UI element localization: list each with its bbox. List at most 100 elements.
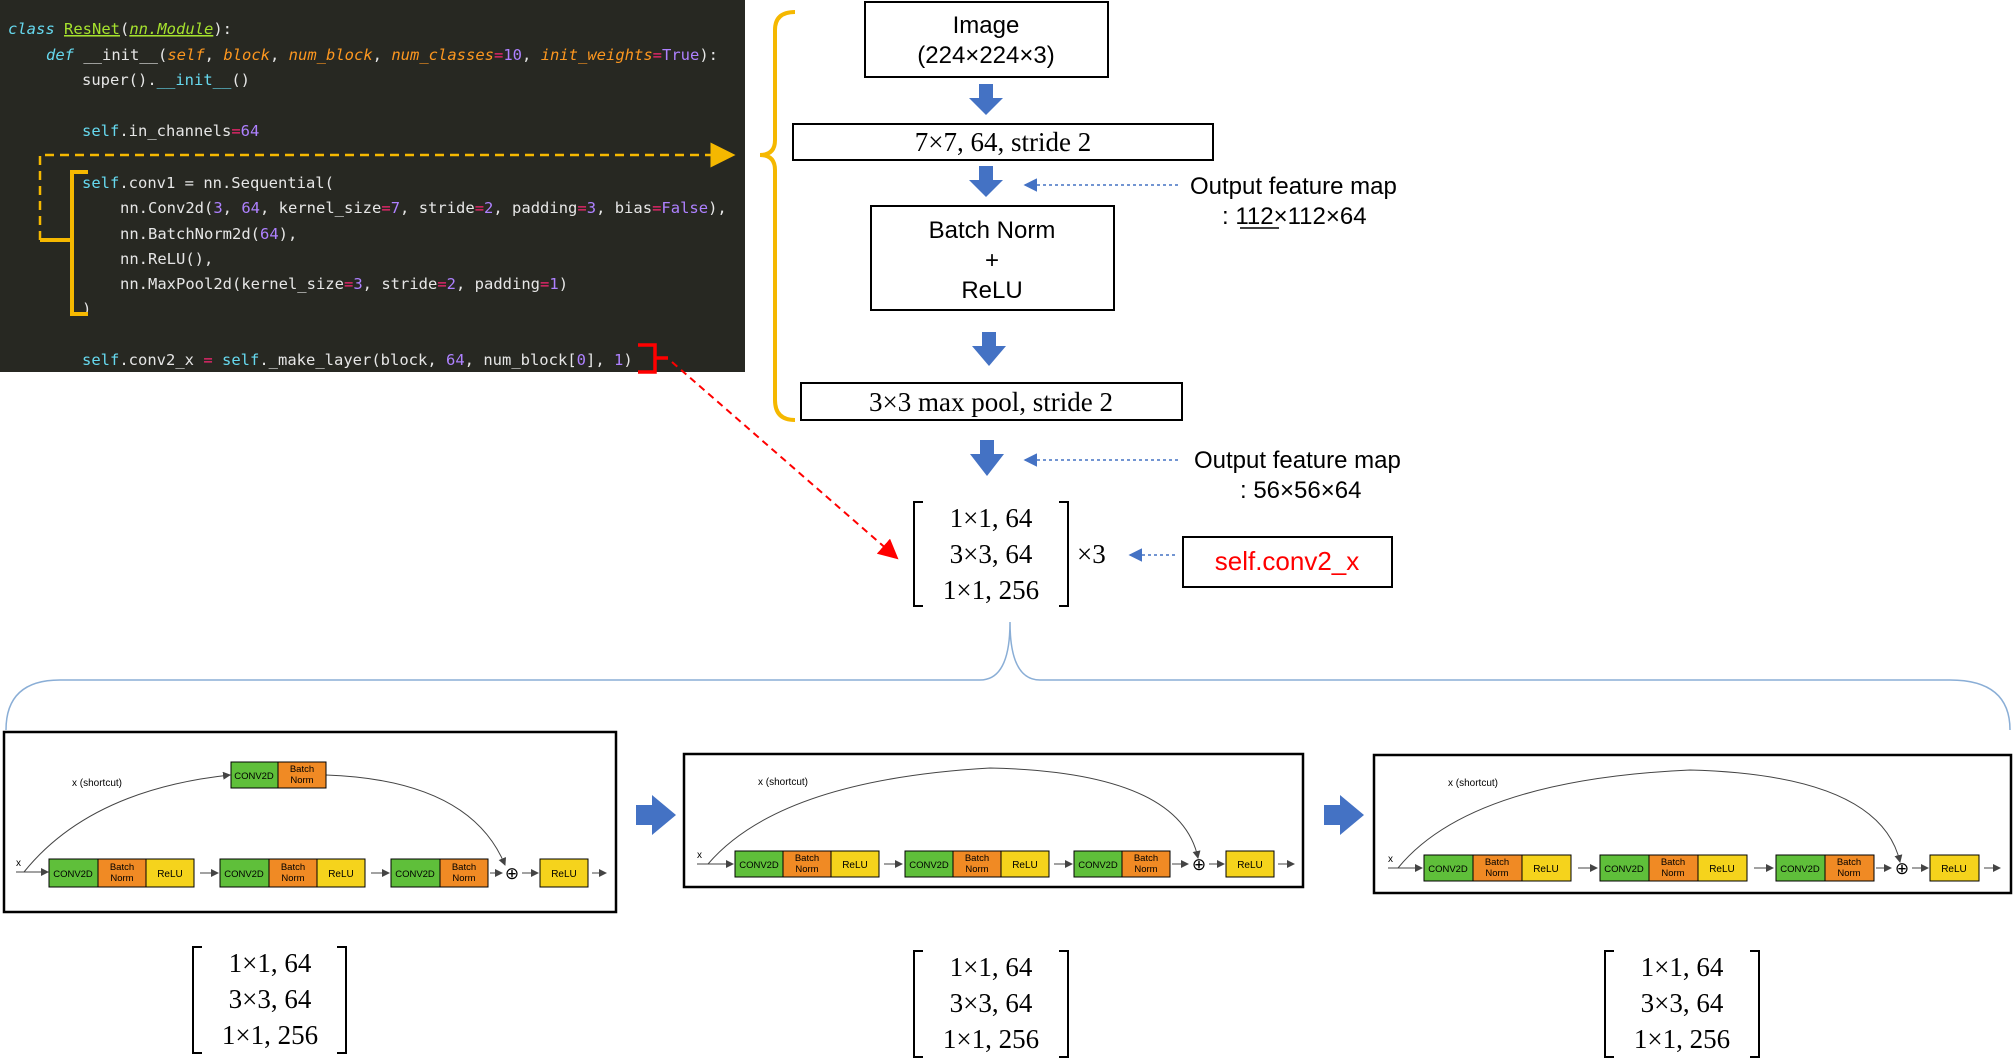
batchnorm-cell <box>1121 850 1171 878</box>
svg-text:Batch: Batch <box>290 764 314 775</box>
svg-text:CONV2D: CONV2D <box>739 860 779 871</box>
svg-text:ReLU: ReLU <box>842 860 868 871</box>
svg-text:3×3, 64: 3×3, 64 <box>950 988 1033 1018</box>
batchnorm-cell <box>1824 854 1875 882</box>
code-panel: class ResNet(nn.Module): def __init__(se… <box>0 0 745 372</box>
svg-text:1×1, 64: 1×1, 64 <box>1641 952 1724 982</box>
out2-title: Output feature map <box>1194 447 1401 474</box>
svg-text:3×3, 64: 3×3, 64 <box>229 984 312 1014</box>
relu-cell <box>1929 854 1980 882</box>
conv2x-label-box <box>1182 536 1393 588</box>
block-3-matrix: 1×1, 64 3×3, 64 1×1, 256 <box>1604 950 1760 1058</box>
flow-arrow-1 <box>969 84 1003 115</box>
shortcut-label: x (shortcut) <box>72 778 122 789</box>
batchnorm-cell <box>782 850 832 878</box>
svg-text:ReLU: ReLU <box>551 869 577 880</box>
block-arrow-2 <box>1324 795 1364 835</box>
bn-label: Batch Norm <box>929 217 1056 244</box>
batchnorm-cell <box>1648 854 1699 882</box>
conv2x-connector <box>671 361 899 560</box>
relu-cell <box>316 858 366 888</box>
svg-text:ReLU: ReLU <box>1237 860 1263 871</box>
code-line-in-channels: self.in_channels=64 <box>82 122 259 140</box>
matrix-row-2: 3×3, 64 <box>950 539 1033 569</box>
code-line-class: class ResNet(nn.Module): <box>8 20 232 38</box>
conv2d-cell <box>734 850 784 878</box>
code-line-batchnorm: nn.BatchNorm2d(64), <box>120 225 297 243</box>
flow-arrow-3 <box>972 332 1006 366</box>
batchnorm-cell <box>268 858 318 888</box>
add-node: ⊕ <box>1192 855 1206 874</box>
svg-text:ReLU: ReLU <box>328 869 354 880</box>
svg-text:Batch: Batch <box>281 862 305 873</box>
block-1-matrix: 1×1, 64 3×3, 64 1×1, 256 <box>192 946 347 1054</box>
conv1-brace <box>759 10 796 422</box>
relu-cell <box>539 858 589 888</box>
svg-text:ReLU: ReLU <box>1012 860 1038 871</box>
svg-text:Norm: Norm <box>281 873 304 884</box>
svg-text:Norm: Norm <box>110 873 133 884</box>
svg-text:CONV2D: CONV2D <box>909 860 949 871</box>
conv2d-cell <box>1073 850 1123 878</box>
svg-text:Batch: Batch <box>795 853 819 864</box>
svg-text:CONV2D: CONV2D <box>224 869 264 880</box>
batchnorm-cell <box>277 761 327 789</box>
svg-text:ReLU: ReLU <box>157 869 183 880</box>
code-line-conv2d: nn.Conv2d(3, 64, kernel_size=7, stride=2… <box>120 199 727 217</box>
svg-text:ReLU: ReLU <box>1533 864 1559 875</box>
svg-text:CONV2D: CONV2D <box>1078 860 1118 871</box>
input-x-label: x <box>697 850 702 861</box>
conv-box <box>792 123 1214 161</box>
input-x-label: x <box>1388 854 1393 865</box>
relu-cell <box>1521 854 1572 882</box>
image-box <box>864 1 1109 78</box>
batchnorm-cell <box>97 858 147 888</box>
block-2-matrix: 1×1, 64 3×3, 64 1×1, 256 <box>913 950 1069 1058</box>
image-label: Image <box>953 12 1020 39</box>
bottleneck-block-3: x (shortcut) x CONV2D Batch Norm ReLU CO… <box>1372 753 2013 895</box>
relu-label: ReLU <box>961 277 1022 304</box>
code-brace <box>40 170 88 316</box>
conv2d-cell <box>219 858 270 888</box>
pool-box <box>800 382 1183 421</box>
conv2x-bracket <box>638 343 668 374</box>
bn-relu-box <box>870 205 1115 311</box>
svg-text:ReLU: ReLU <box>1709 864 1735 875</box>
svg-text:Norm: Norm <box>795 864 818 875</box>
shortcut-label: x (shortcut) <box>1448 778 1498 789</box>
code-line-maxpool: nn.MaxPool2d(kernel_size=3, stride=2, pa… <box>120 275 568 293</box>
svg-text:Norm: Norm <box>1134 864 1157 875</box>
svg-text:Norm: Norm <box>1661 868 1684 879</box>
svg-text:3×3, 64: 3×3, 64 <box>1641 988 1724 1018</box>
bottleneck-block-2: x (shortcut) x CONV2D Batch Norm ReLU CO… <box>682 752 1305 889</box>
svg-text:CONV2D: CONV2D <box>395 869 435 880</box>
svg-text:Norm: Norm <box>290 775 313 786</box>
conv2d-cell <box>390 858 441 888</box>
code-line-def: def __init__(self, block, num_block, num… <box>46 46 718 64</box>
flow-arrow-2 <box>969 166 1003 197</box>
conv2x-label: self.conv2_x <box>1215 546 1360 576</box>
code-line-conv1: self.conv1 = nn.Sequential( <box>82 174 334 192</box>
svg-text:1×1, 256: 1×1, 256 <box>943 1024 1039 1054</box>
blocks-brace <box>5 621 2011 731</box>
svg-text:CONV2D: CONV2D <box>1780 864 1820 875</box>
add-node: ⊕ <box>505 864 519 883</box>
svg-text:Batch: Batch <box>110 862 134 873</box>
svg-text:Batch: Batch <box>1661 857 1685 868</box>
matrix-row-3: 1×1, 256 <box>943 575 1039 605</box>
svg-text:Batch: Batch <box>452 862 476 873</box>
flow-arrow-4 <box>970 440 1004 476</box>
bn-plus: + <box>985 247 999 274</box>
svg-text:CONV2D: CONV2D <box>53 869 93 880</box>
conv2d-cell <box>904 850 954 878</box>
svg-text:ReLU: ReLU <box>1941 864 1967 875</box>
svg-text:Norm: Norm <box>1485 868 1508 879</box>
conv2d-cell <box>1423 854 1474 882</box>
svg-text:1×1, 256: 1×1, 256 <box>1634 1024 1730 1054</box>
svg-text:CONV2D: CONV2D <box>1428 864 1468 875</box>
svg-text:1×1, 256: 1×1, 256 <box>222 1020 318 1050</box>
svg-text:Norm: Norm <box>1837 868 1860 879</box>
shortcut-label: x (shortcut) <box>758 777 808 788</box>
svg-text:1×1, 64: 1×1, 64 <box>229 948 312 978</box>
